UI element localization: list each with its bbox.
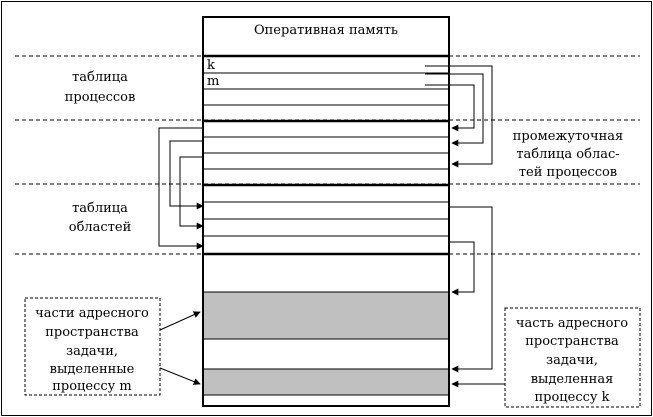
memory-title: Оперативная память <box>254 23 398 38</box>
process-row-k-label: k <box>207 58 215 73</box>
arrow-intermediate-to-region-2 <box>169 140 204 210</box>
process-table-label-line1: таблица <box>72 70 128 85</box>
arrow-left-box-to-upper-block <box>159 311 201 331</box>
left-box-line2: пространства <box>45 325 139 340</box>
arrow-row2-to-intermediate <box>425 73 484 147</box>
memory-outline <box>202 16 450 407</box>
right-annotation-box <box>504 307 641 408</box>
arrow-region-to-block-upper <box>449 241 475 296</box>
intermediate-table-label-line1: промежуточная <box>513 129 623 144</box>
right-box-line1: часть адресного <box>516 316 628 331</box>
left-box-line1: части адресного <box>35 306 149 321</box>
memory-column <box>202 16 450 407</box>
left-box-line3: задачи, <box>66 344 118 359</box>
left-box-line4: выделенные <box>50 362 135 377</box>
arrow-m-to-intermediate <box>425 84 475 132</box>
process-table-label-line2: процессов <box>65 90 136 105</box>
region-table-label-line2: областей <box>69 220 132 235</box>
left-annotation-box <box>24 297 161 396</box>
shaded-block-2 <box>204 369 448 395</box>
arrow-left-box-to-lower-block <box>159 367 201 385</box>
arrow-region-to-block-lower <box>449 206 493 373</box>
right-box-line4: выделенная <box>531 372 614 387</box>
right-box-line2: пространства <box>525 334 619 349</box>
arrow-intermediate-to-region-1 <box>158 127 204 250</box>
arrow-k-to-intermediate <box>425 65 493 168</box>
shaded-block-1 <box>204 292 448 339</box>
region-table-label-line1: таблица <box>72 201 128 216</box>
intermediate-table-label-line3: тей процессов <box>519 165 617 180</box>
process-row-m-label: m <box>207 74 219 89</box>
left-box-line5: процессу m <box>52 379 132 394</box>
right-box-line3: задачи, <box>546 353 598 368</box>
dashed-separators <box>15 55 640 255</box>
arrow-intermediate-to-region-3 <box>179 156 204 230</box>
intermediate-table-label-line2: таблица облас- <box>516 147 619 162</box>
right-box-line5: процессу k <box>534 390 609 405</box>
